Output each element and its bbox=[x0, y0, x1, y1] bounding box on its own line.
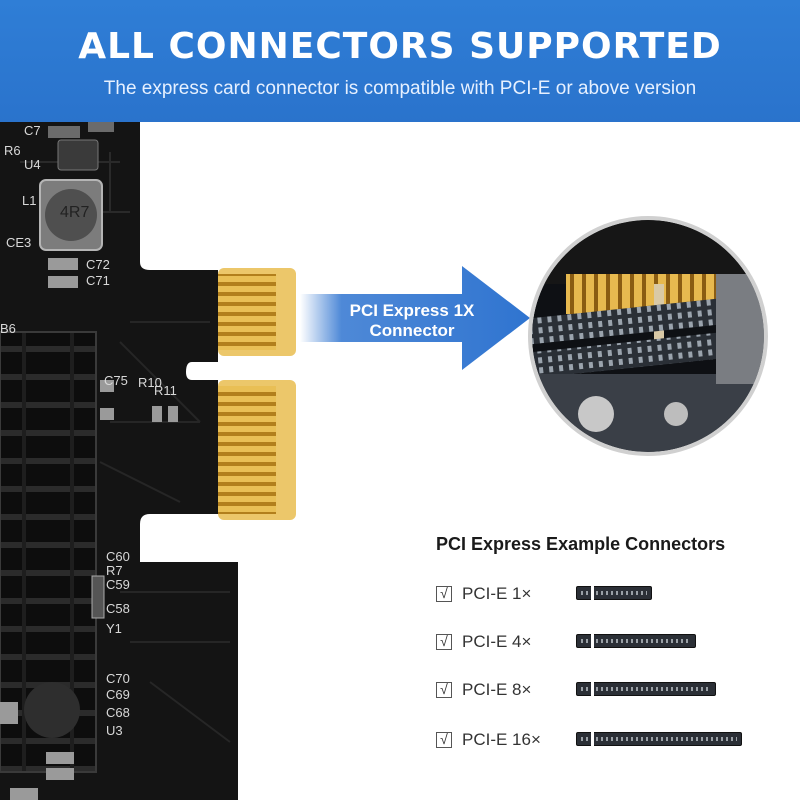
pcb-board-image bbox=[0, 122, 296, 800]
silk-y1: Y1 bbox=[106, 621, 122, 636]
silk-c72: C72 bbox=[86, 257, 110, 272]
silk-c7: C7 bbox=[24, 123, 41, 138]
silk-r7: R7 bbox=[106, 563, 123, 578]
silk-c70: C70 bbox=[106, 671, 130, 686]
example-pcie-4x: √ PCI-E 4× bbox=[436, 632, 706, 656]
silk-c58: C58 bbox=[106, 601, 130, 616]
banner-subtitle: The express card connector is compatible… bbox=[103, 78, 697, 99]
callout-label: PCI Express 1X Connector bbox=[322, 301, 502, 341]
zoomed-slot-image bbox=[528, 216, 768, 456]
example-label: PCI-E 8× bbox=[462, 680, 532, 699]
check-icon: √ bbox=[436, 586, 452, 602]
slot-16x-icon bbox=[576, 732, 742, 746]
slot-1x-icon bbox=[576, 586, 652, 600]
example-pcie-16x: √ PCI-E 16× bbox=[436, 730, 786, 754]
check-icon: √ bbox=[436, 732, 452, 748]
silk-r11: R11 bbox=[154, 383, 177, 398]
header-banner: ALL CONNECTORS SUPPORTED The express car… bbox=[0, 0, 800, 122]
callout-arrow bbox=[300, 266, 530, 370]
callout-line2: Connector bbox=[369, 321, 455, 340]
silk-l1: L1 bbox=[22, 193, 37, 208]
check-icon: √ bbox=[436, 634, 452, 650]
silk-r6: R6 bbox=[4, 143, 21, 158]
examples-title: PCI Express Example Connectors bbox=[436, 534, 726, 554]
example-pcie-1x: √ PCI-E 1× bbox=[436, 584, 656, 608]
silk-c75: C75 bbox=[104, 373, 128, 388]
silk-u4: U4 bbox=[24, 157, 41, 172]
banner-title: ALL CONNECTORS SUPPORTED bbox=[78, 26, 722, 67]
silk-c68: C68 bbox=[106, 705, 130, 720]
silk-c69: C69 bbox=[106, 687, 130, 702]
check-icon: √ bbox=[436, 682, 452, 698]
example-label: PCI-E 4× bbox=[462, 632, 532, 651]
silk-c71: C71 bbox=[86, 273, 110, 288]
silk-c59: C59 bbox=[106, 577, 130, 592]
silk-c60: C60 bbox=[106, 549, 130, 564]
silk-b6: B6 bbox=[0, 321, 16, 336]
slot-8x-icon bbox=[576, 682, 716, 696]
silk-r10: R10 bbox=[138, 375, 162, 390]
example-label: PCI-E 16× bbox=[462, 730, 541, 749]
callout-line1: PCI Express 1X bbox=[349, 301, 475, 320]
example-pcie-8x: √ PCI-E 8× bbox=[436, 680, 736, 704]
silk-u3: U3 bbox=[106, 723, 123, 738]
silk-ce3: CE3 bbox=[6, 235, 32, 250]
example-label: PCI-E 1× bbox=[462, 584, 532, 603]
slot-4x-icon bbox=[576, 634, 696, 648]
silk-inductor: 4R7 bbox=[60, 204, 90, 221]
